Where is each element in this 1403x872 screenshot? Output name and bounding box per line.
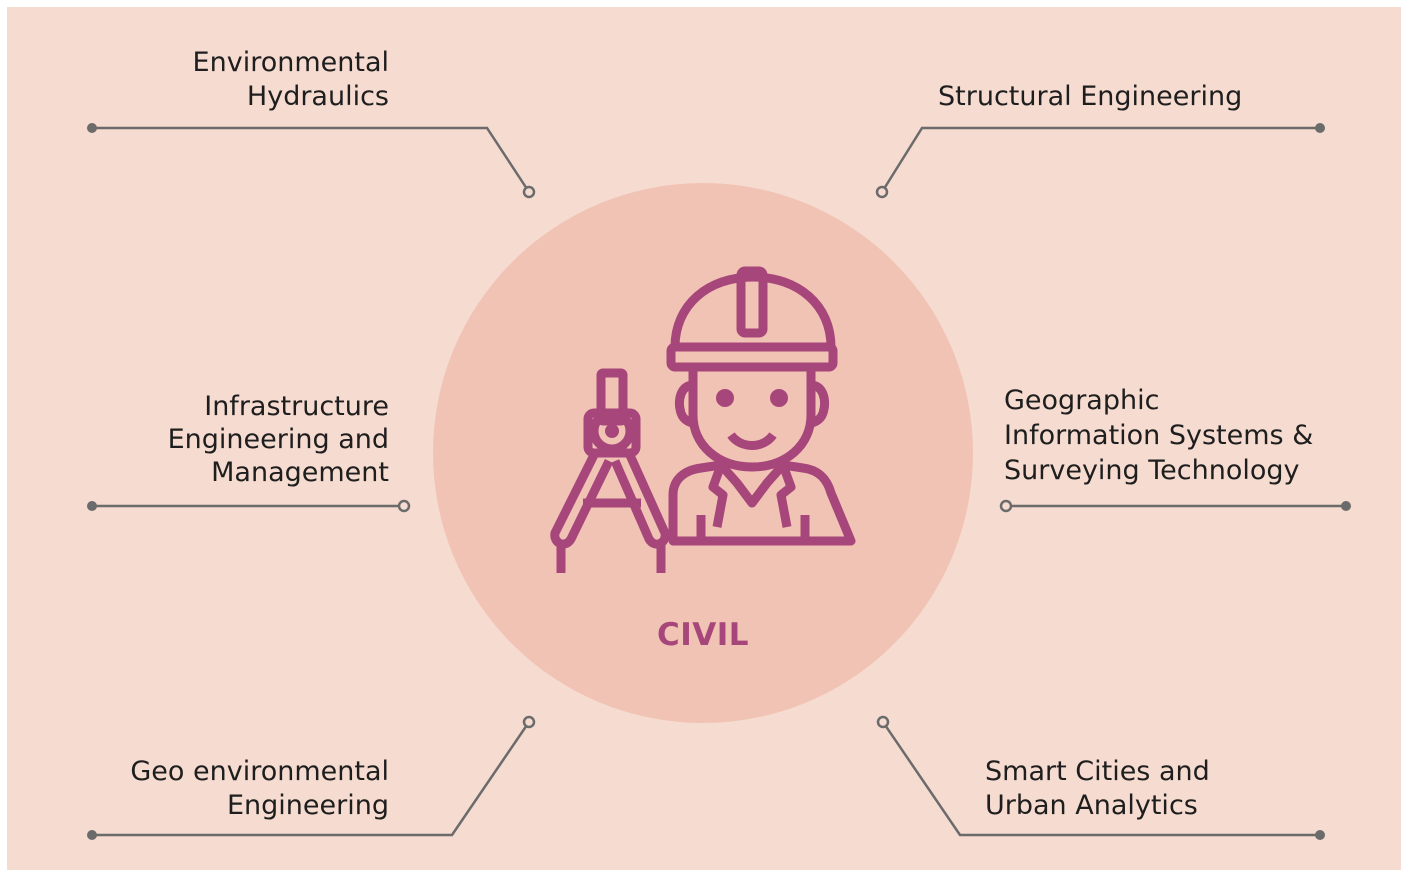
connector-geo-environmental xyxy=(92,721,531,837)
connector-ring xyxy=(397,499,411,513)
topic-line: Geo environmental xyxy=(130,756,389,787)
topic-line: Environmental xyxy=(192,47,389,78)
connector-dot xyxy=(87,123,97,133)
topic-line: Urban Analytics xyxy=(985,790,1198,821)
connector-smart-cities xyxy=(881,721,1320,837)
topic-line: Information Systems & xyxy=(1004,420,1314,451)
connector-ring xyxy=(999,499,1013,513)
topic-infrastructure-engineering: Infrastructure Engineering and Managemen… xyxy=(168,390,389,489)
topic-line: Hydraulics xyxy=(246,81,389,112)
connector-dot xyxy=(1315,123,1325,133)
topic-line: Geographic xyxy=(1004,385,1160,416)
center-circle xyxy=(433,183,973,723)
connector-dot xyxy=(87,501,97,511)
connector-ring xyxy=(522,715,536,729)
center-label: CIVIL xyxy=(656,617,750,653)
connector-ring xyxy=(875,185,889,199)
topic-environmental-hydraulics: Environmental Hydraulics xyxy=(193,46,389,114)
topic-line: Management xyxy=(211,457,389,488)
connector-ring xyxy=(522,185,536,199)
topic-geo-environmental: Geo environmental Engineering xyxy=(130,755,389,823)
surveyor-engineer-icon xyxy=(550,266,856,573)
connector-dot xyxy=(1315,830,1325,840)
topic-smart-cities: Smart Cities and Urban Analytics xyxy=(985,755,1210,823)
connector-environmental-hydraulics xyxy=(92,126,531,193)
connector-dot xyxy=(87,830,97,840)
topic-gis-surveying: Geographic Information Systems & Surveyi… xyxy=(1004,383,1313,488)
topic-line: Infrastructure xyxy=(204,391,389,422)
topic-line: Surveying Technology xyxy=(1004,455,1300,486)
topic-structural-engineering: Structural Engineering xyxy=(938,80,1242,114)
topic-line: Engineering xyxy=(227,790,389,821)
connector-structural-engineering xyxy=(880,126,1320,193)
topic-line: Structural Engineering xyxy=(938,81,1243,112)
connector-ring xyxy=(876,715,890,729)
connector-dot xyxy=(1341,501,1351,511)
topic-line: Smart Cities and xyxy=(985,756,1210,787)
topic-line: Engineering and xyxy=(167,424,389,455)
